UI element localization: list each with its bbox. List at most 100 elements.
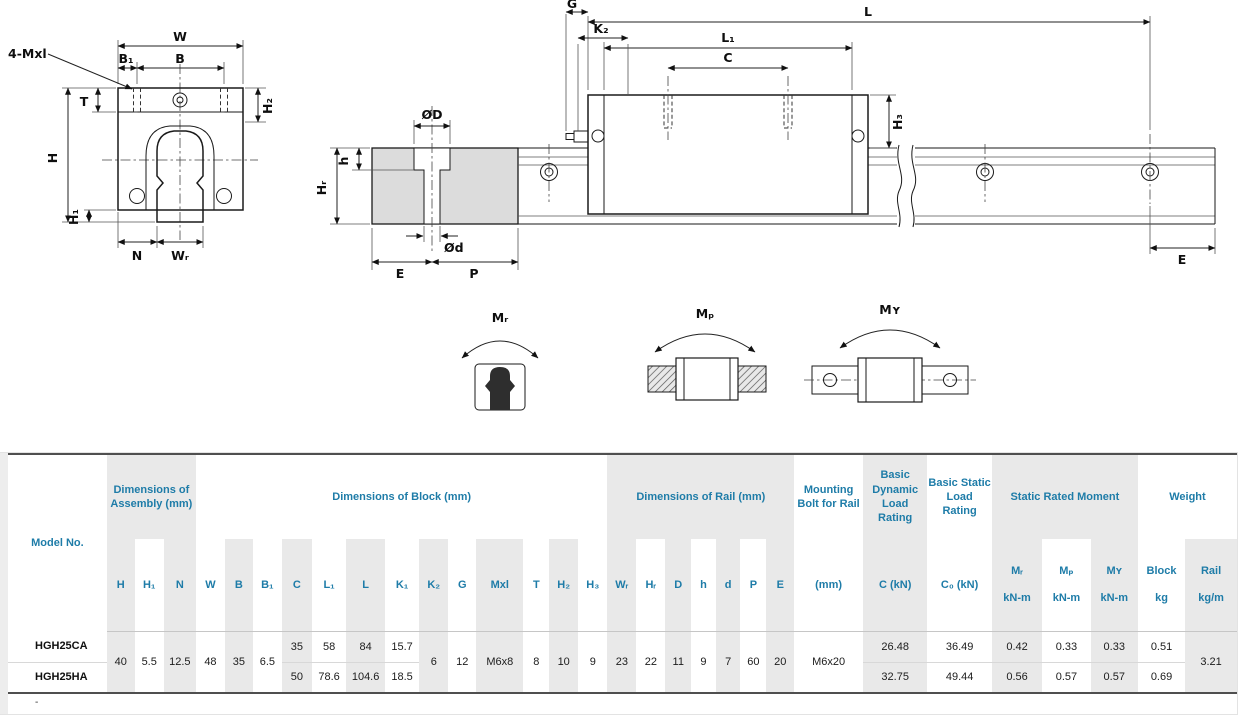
col-header-Mxl: Mxl (476, 539, 524, 632)
model-cell: HGH25HA (35, 671, 88, 684)
cell-dynamic-load: 32.75 (881, 671, 909, 684)
cell-L: 84 (346, 631, 385, 663)
grease-nipple-tip (565, 133, 575, 140)
block-cavity (145, 125, 215, 210)
moment-mr-diagram: Mᵣ (461, 310, 539, 411)
cell-N: 12.5 (169, 655, 191, 668)
dim-label-od: ØD (421, 107, 442, 122)
cell-K2: 6 (430, 655, 437, 668)
cell-L1: 78.6 (318, 671, 340, 684)
cell-rail-weight: 3.21 (1200, 655, 1222, 668)
dim-label-b1: B₁ (118, 51, 133, 66)
cell-H: 40 (114, 655, 127, 668)
mr-rail-icon (485, 367, 515, 410)
spec-table-container: Model No. Dimensions of Assembly (mm) Di… (8, 453, 1237, 714)
group-header-weight: Weight (1169, 490, 1206, 503)
dimension-drawing-svg: W B₁ B 4-Mxl T H H₁ H₂ N Wᵣ (8, 0, 1216, 411)
dim-label-e-right: E (1178, 252, 1187, 267)
col-header-H1: H₁ (134, 539, 164, 632)
dim-label-l: L (864, 4, 872, 19)
cell-WR: 23 (615, 655, 628, 668)
grease-nipple-inner (176, 96, 184, 104)
block-outline (117, 87, 244, 211)
nipple-boss-right (851, 129, 865, 143)
rail-profile (156, 130, 204, 223)
cell-bolt: M6x20 (812, 655, 846, 668)
cell-HR: 22 (644, 655, 657, 668)
moment-arrow-mr (461, 340, 539, 359)
col-header-C: C (281, 539, 312, 632)
col-header-bolt-unit: (mm) (794, 539, 863, 632)
moment-label-mp: Mₚ (696, 306, 714, 321)
moment-arrow-my (839, 329, 941, 349)
dim-label-h1: H₁ (66, 209, 81, 225)
table-sub-header-row: H H₁ N W B B₁ C L₁ L K₁ K₂ G Mxl T H₂ H₃ (8, 539, 1237, 632)
side-view-diagram: C L₁ L G K₂ H₃ E (518, 0, 1216, 267)
cell-h: 9 (700, 655, 707, 668)
col-header-K1: K₁ (384, 539, 420, 632)
moment-my-diagram: Mʏ (804, 302, 976, 403)
dim-label-t: T (80, 94, 89, 109)
col-header-G: G (448, 539, 477, 632)
dim-label-p: P (469, 266, 478, 281)
col-header-N: N (163, 539, 196, 632)
cell-mp: 0.33 (1042, 631, 1091, 663)
col-header-E: E (766, 539, 795, 632)
cell-mr: 0.56 (1006, 671, 1028, 684)
my-rail-hole-right (943, 373, 957, 387)
mounting-hole-right (220, 88, 228, 113)
col-header-my: Mʏ kN-m (1090, 539, 1138, 632)
screw-spec-label: 4-Mxl (8, 46, 47, 61)
col-header-H2: H₂ (549, 539, 579, 632)
spec-sheet: Model No. Dimensions of Assembly (mm) Di… (0, 452, 1238, 715)
group-header-rail: Dimensions of Rail (mm) (636, 490, 766, 503)
rail-cross-section-diagram: ØD h Hᵣ Ød E P (314, 106, 519, 281)
moment-mr-symbol: Mᵣ (1011, 564, 1024, 577)
cell-H3: 9 (589, 655, 596, 668)
moment-my-unit: kN-m (1100, 592, 1129, 605)
model-cell: HGH25CA (8, 631, 107, 663)
cell-C: 35 (281, 631, 312, 663)
col-header-weight-rail: Rail kg/m (1185, 539, 1237, 632)
moment-mr-unit: kN-m (1003, 592, 1031, 605)
col-header-d: d (715, 539, 741, 632)
col-header-B: B (224, 539, 253, 632)
cell-my: 0.33 (1090, 631, 1138, 663)
col-header-D: D (665, 539, 692, 632)
col-header-weight-block: Block kg (1137, 539, 1186, 632)
cell-H1: 5.5 (141, 655, 157, 668)
col-header-W: W (195, 539, 225, 632)
cell-W: 48 (204, 655, 217, 668)
col-header-B1: B₁ (252, 539, 282, 632)
weight-rail-unit: kg/m (1198, 592, 1224, 605)
col-header-H3: H₃ (578, 539, 608, 632)
mp-block-icon (675, 357, 739, 401)
spec-table: Model No. Dimensions of Assembly (mm) Di… (8, 455, 1237, 694)
col-header-mr: Mᵣ kN-m (991, 539, 1043, 632)
my-rail-hole-left (823, 373, 837, 387)
break-gap (897, 145, 915, 227)
front-view-diagram: W B₁ B 4-Mxl T H H₁ H₂ N Wᵣ (8, 29, 275, 263)
col-header-L: L (346, 539, 385, 632)
group-header-bolt: Mounting Bolt for Rail (797, 483, 860, 510)
cell-C: 50 (290, 671, 303, 684)
cell-G: 12 (456, 655, 469, 668)
cell-B1: 6.5 (259, 655, 275, 668)
cell-mp: 0.57 (1055, 671, 1078, 684)
weight-block-label: Block (1146, 564, 1177, 577)
moment-my-symbol: Mʏ (1106, 564, 1122, 577)
cell-mr: 0.42 (991, 631, 1043, 663)
col-header-model: Model No. (31, 536, 84, 549)
nipple-boss-left (591, 129, 605, 143)
col-header-H: H (106, 539, 135, 632)
dim-label-h: H (45, 153, 60, 163)
col-header-mp: Mₚ kN-m (1042, 539, 1091, 632)
technical-drawings: W B₁ B 4-Mxl T H H₁ H₂ N Wᵣ (8, 0, 1216, 411)
dim-label-n: N (132, 248, 142, 263)
dim-label-hole-depth: h (336, 157, 351, 166)
dim-label-w: W (173, 29, 187, 44)
dim-label-e: E (396, 266, 405, 281)
dim-label-h3: H₃ (890, 114, 905, 130)
weight-block-unit: kg (1155, 592, 1168, 605)
footnote-dash: - (35, 697, 39, 708)
